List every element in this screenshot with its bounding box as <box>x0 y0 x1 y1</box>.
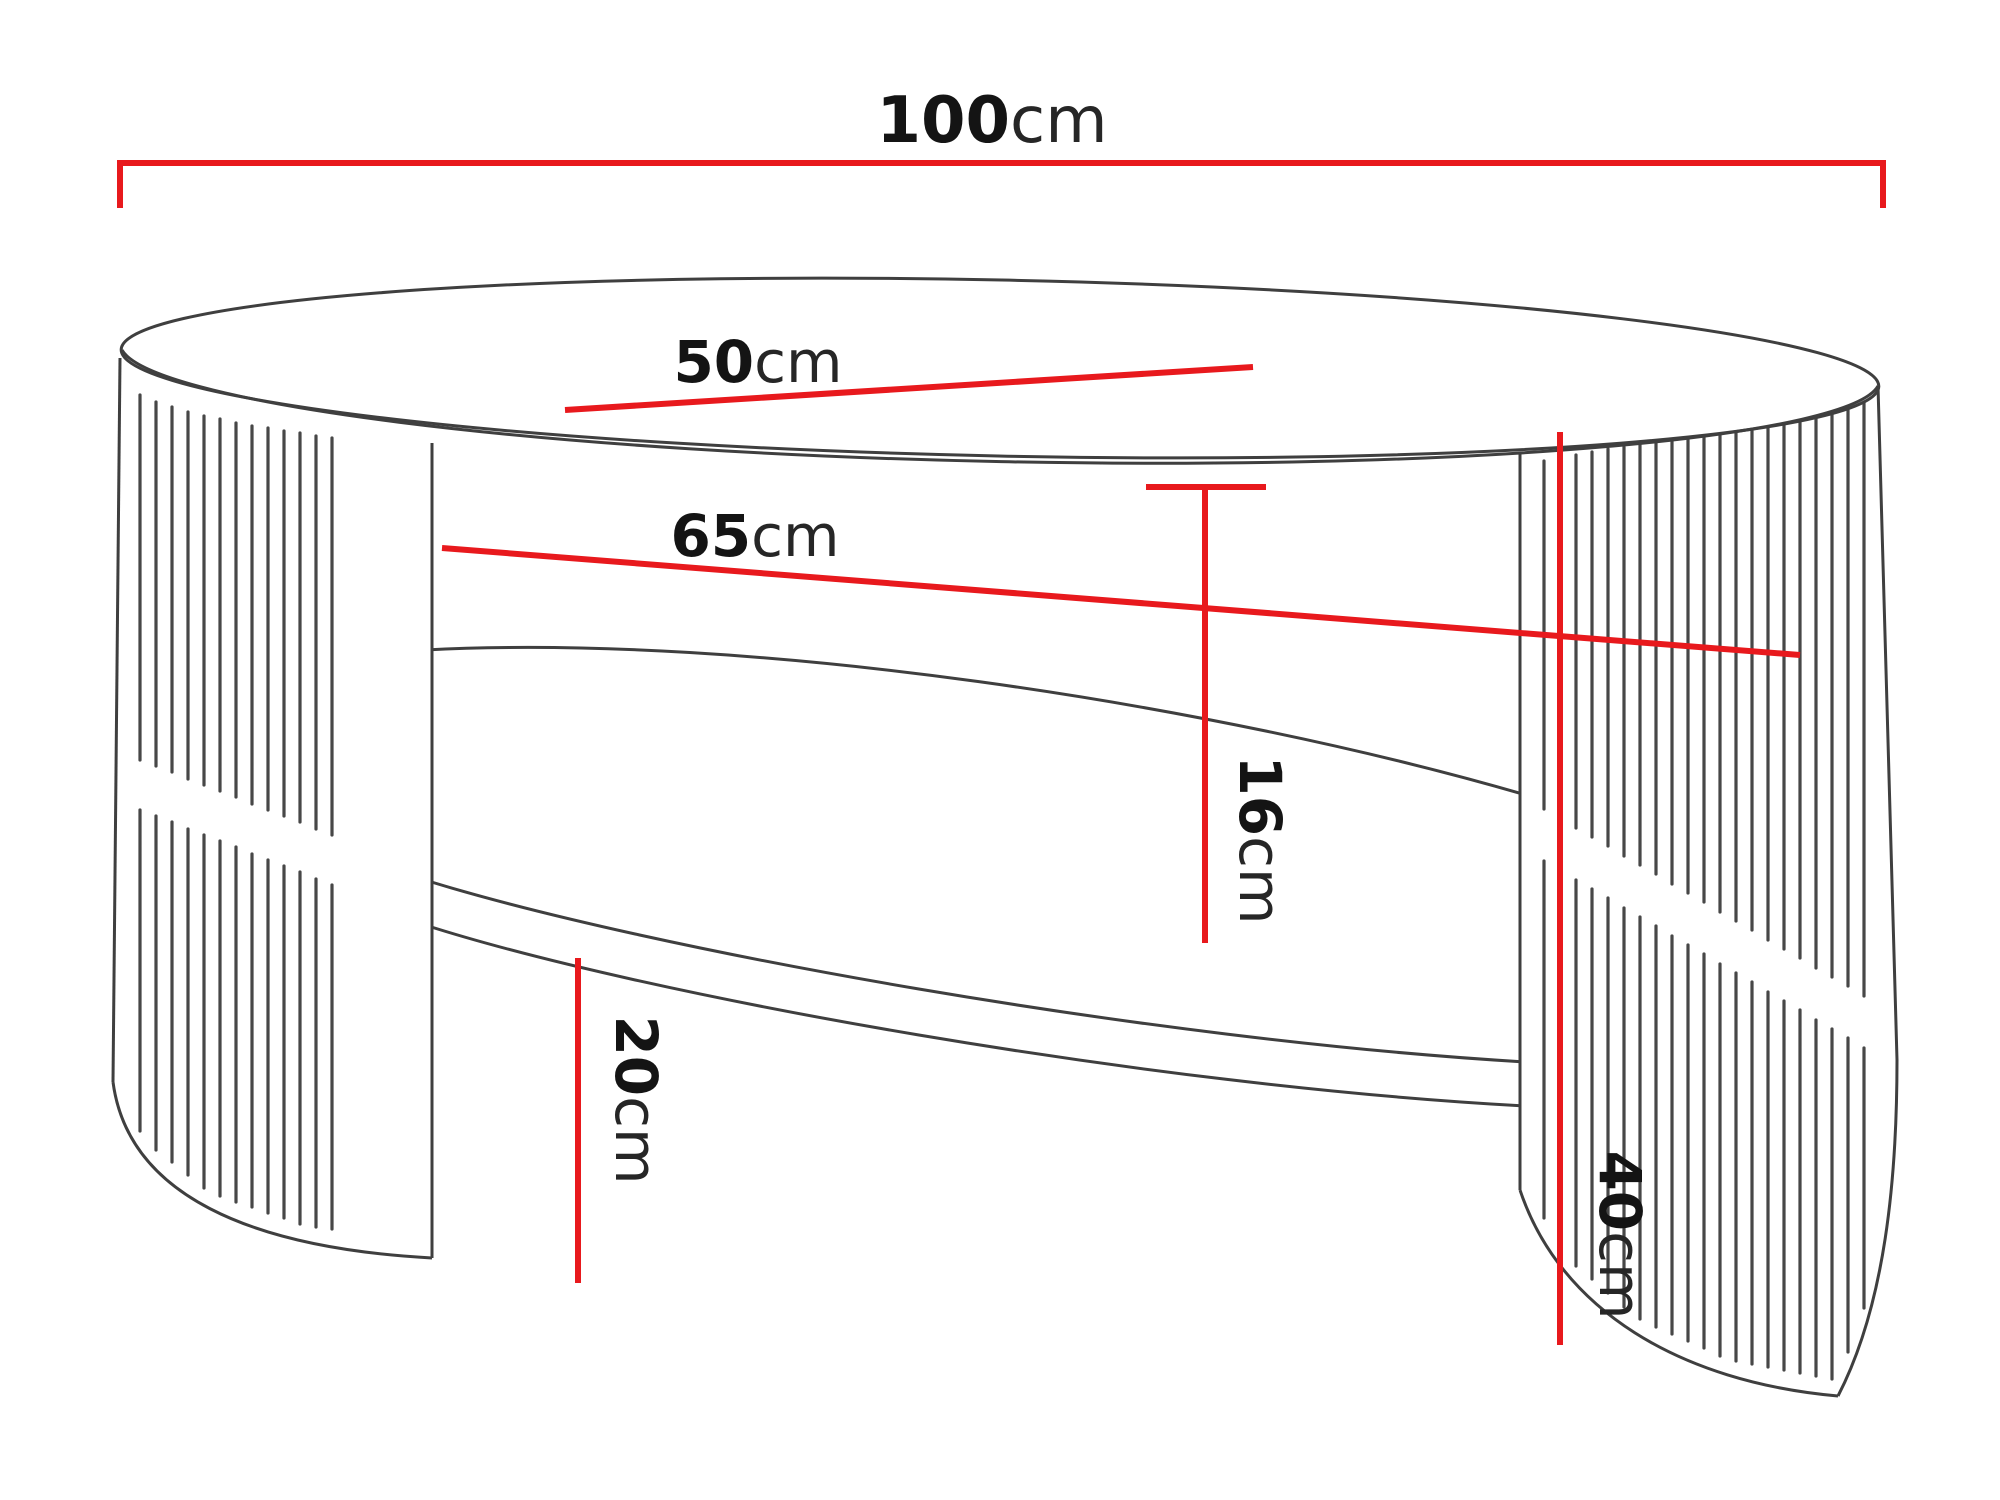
left-slatted-panel <box>111 357 434 1260</box>
label-top-depth: 50cm <box>673 328 842 396</box>
label-shelf-gap-unit: cm <box>1226 836 1294 924</box>
label-clearance-unit: cm <box>602 1096 670 1184</box>
label-top-depth-unit: cm <box>754 328 842 396</box>
label-overall-height: 40cm <box>1586 1150 1654 1319</box>
left-panel-fill <box>113 358 432 1258</box>
shelf-front-bottom-edge <box>424 923 1527 1108</box>
label-overall-width-value: 100 <box>876 84 1010 158</box>
label-top-depth-value: 50 <box>673 328 754 396</box>
left-panel-slats-lower <box>138 808 334 1231</box>
left-panel-bottom-edge <box>111 1081 433 1260</box>
dimension-lines <box>117 160 1886 1345</box>
label-shelf-width: 65cm <box>670 502 839 570</box>
shelf-fill <box>425 647 1526 1106</box>
label-overall-width-unit: cm <box>1010 84 1108 158</box>
right-panel-right-edge <box>1836 385 1899 1397</box>
label-overall-width: 100cm <box>876 84 1107 158</box>
label-overall-height-unit: cm <box>1586 1231 1654 1319</box>
right-panel-slats-lower <box>1542 859 1866 1381</box>
table-top <box>119 276 1881 465</box>
label-shelf-gap-value: 16 <box>1226 755 1294 836</box>
dim-line-shelf-width <box>441 545 1801 658</box>
table-top-surface <box>119 276 1881 460</box>
shelf-back-edge <box>424 645 1527 797</box>
table-top-rim-edge <box>120 349 1880 465</box>
label-shelf-width-value: 65 <box>670 502 751 570</box>
label-clearance-value: 20 <box>602 1015 670 1096</box>
left-panel-slats-upper <box>138 393 334 837</box>
label-clearance: 20cm <box>602 1015 670 1184</box>
shelf-front-top-edge <box>424 878 1527 1064</box>
label-shelf-gap: 16cm <box>1226 755 1294 924</box>
dimension-labels: 100cm 50cm 65cm 16cm 20cm 40cm <box>602 84 1654 1320</box>
dim-line-top-depth <box>564 364 1254 413</box>
lower-shelf <box>424 645 1527 1108</box>
left-panel-left-edge <box>111 357 122 1083</box>
label-shelf-width-unit: cm <box>751 502 839 570</box>
right-slatted-panel <box>1518 385 1899 1398</box>
label-overall-height-value: 40 <box>1586 1150 1654 1231</box>
right-panel-bottom-edge <box>1518 1189 1839 1398</box>
